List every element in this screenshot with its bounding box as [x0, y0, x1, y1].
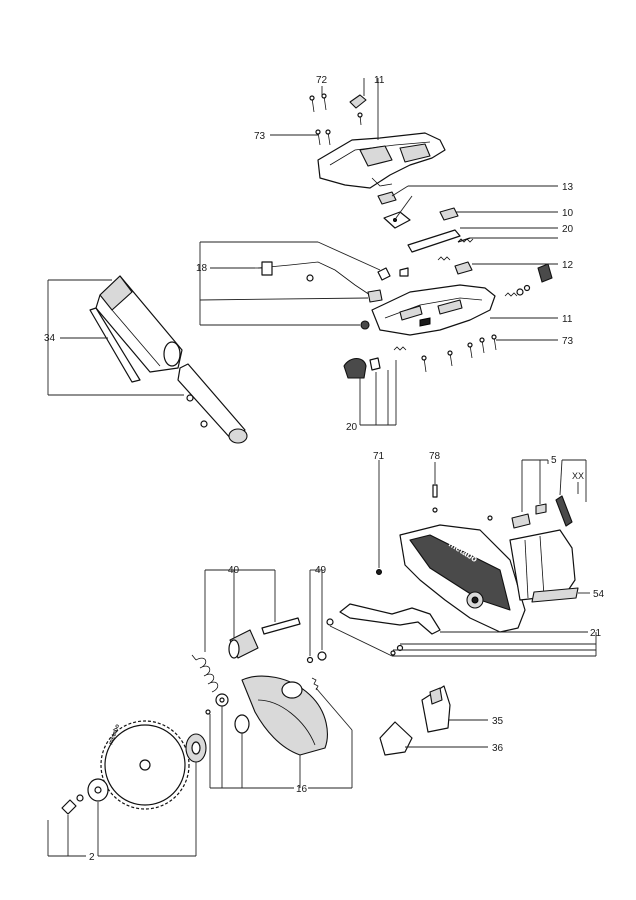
- slider-bar-20: [407, 229, 471, 253]
- motor-housing: [399, 524, 576, 633]
- label-49: 49: [315, 565, 327, 576]
- label-11-top: 11: [374, 75, 385, 86]
- lever-20: [343, 346, 407, 379]
- bushing-40: [228, 629, 259, 659]
- label-20-left: 20: [346, 422, 358, 433]
- wedge-piece: [349, 94, 367, 109]
- label-plate-54: [531, 587, 579, 603]
- screw-71: [376, 569, 382, 575]
- label-72: 72: [316, 75, 328, 86]
- label-11-mid: 11: [562, 314, 573, 325]
- dust-tube: [177, 363, 248, 444]
- handle-top-cover: [317, 132, 446, 189]
- springs-20: [437, 238, 474, 261]
- label-73-mid: 73: [562, 336, 574, 347]
- label-2: 2: [89, 852, 95, 863]
- leader-lines: [47, 78, 597, 857]
- blade-guard-16: [241, 675, 328, 756]
- label-12: 12: [562, 260, 574, 271]
- bolt-2: [61, 794, 84, 815]
- label-34: 34: [44, 333, 56, 344]
- label-35: 35: [492, 716, 504, 727]
- flange-inner-2: [87, 778, 109, 802]
- label-20-right: 20: [562, 224, 574, 235]
- small-washers-16: [205, 693, 250, 734]
- cover-36: [379, 721, 413, 756]
- label-10: 10: [562, 208, 574, 219]
- label-40: 40: [228, 565, 240, 576]
- flange-outer: [185, 733, 207, 763]
- bracket-35: [421, 685, 451, 733]
- top-screws-72: [309, 93, 363, 126]
- small-parts-mid: [504, 284, 531, 297]
- label-xx: XX: [572, 471, 584, 481]
- switch-plate: [383, 211, 411, 229]
- label-21: 21: [590, 628, 602, 639]
- label-78: 78: [429, 451, 441, 462]
- label-5: 5: [551, 455, 557, 466]
- switch-module-13: [377, 191, 397, 205]
- label-13: 13: [562, 182, 574, 193]
- screws-73-mid: [421, 334, 497, 373]
- power-cable-18: [252, 261, 409, 330]
- pin-78: [432, 484, 438, 513]
- dust-chute-34: [89, 275, 183, 383]
- top-screws-73: [315, 129, 331, 146]
- label-73-top: 73: [254, 131, 266, 142]
- label-54: 54: [593, 589, 605, 600]
- shaft-40: [261, 617, 301, 635]
- button-10: [439, 207, 459, 221]
- label-36: 36: [492, 743, 504, 754]
- label-71: 71: [373, 451, 385, 462]
- button-12: [454, 261, 473, 275]
- washer-49: [306, 651, 327, 664]
- brush-parts-5: [487, 495, 573, 529]
- arm-21: [326, 603, 441, 656]
- label-16: 16: [296, 784, 308, 795]
- handle-base-11: [371, 284, 496, 336]
- trigger-12: [537, 263, 553, 283]
- saw-blade-2: metabo: [100, 720, 190, 810]
- spring-40: [191, 654, 219, 693]
- label-18: 18: [196, 263, 208, 274]
